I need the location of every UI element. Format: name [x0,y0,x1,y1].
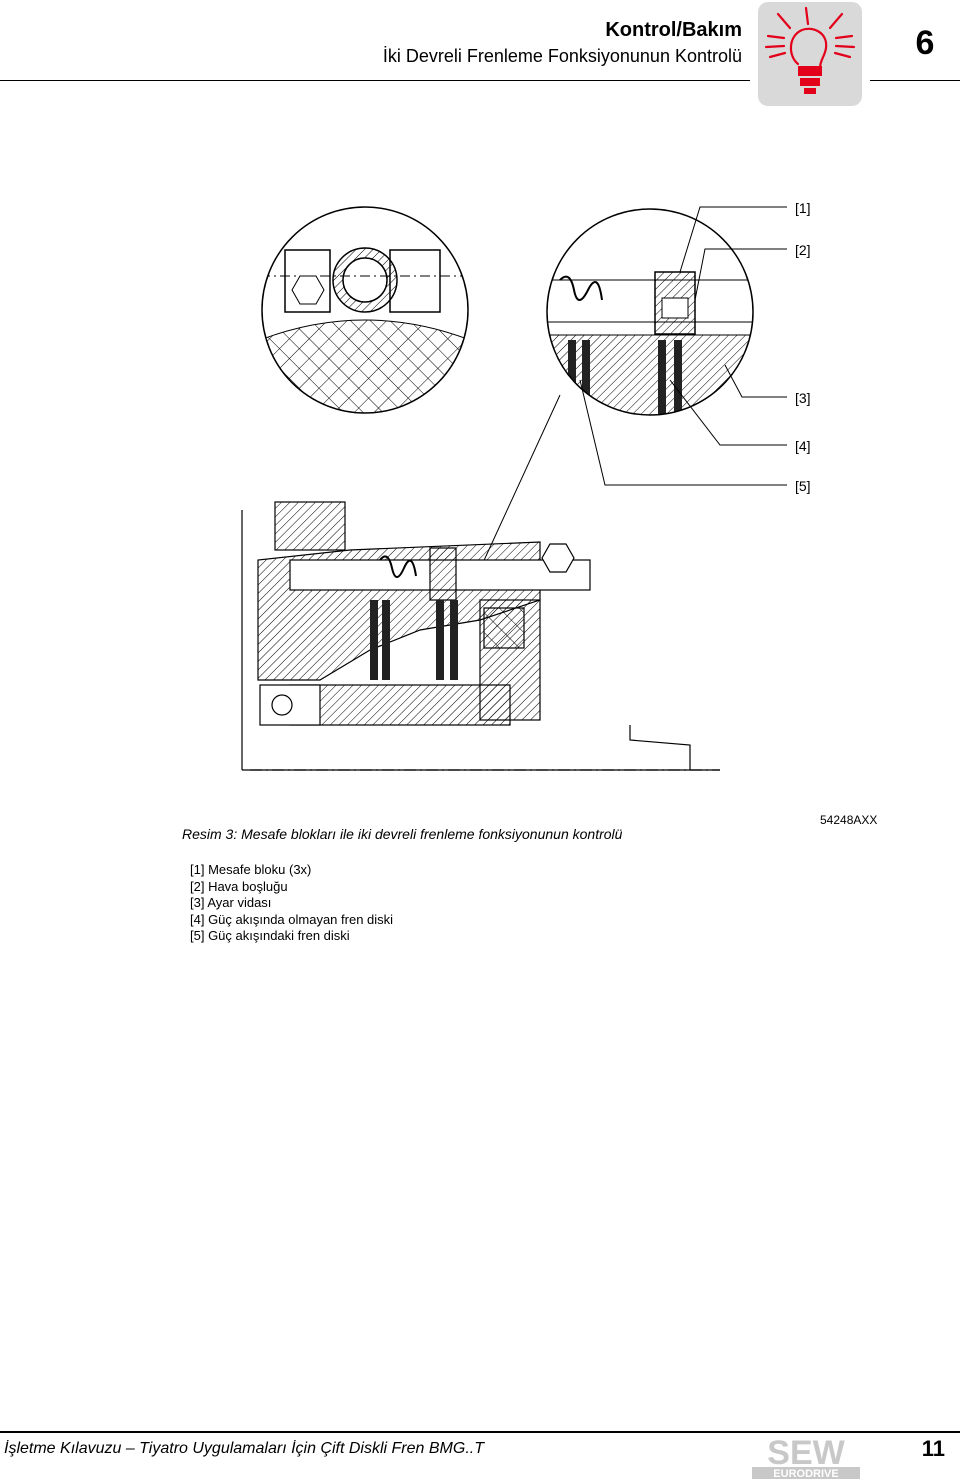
legend-item: [1] Mesafe bloku (3x) [190,862,312,877]
footer-divider [0,1431,960,1433]
logo-main-text: SEW [767,1434,845,1472]
section-subtitle: İki Devreli Frenleme Fonksiyonunun Kontr… [382,46,742,66]
header-divider-right [870,80,960,81]
footer-document-title: İşletme Kılavuzu – Tiyatro Uygulamaları … [4,1440,484,1457]
header-divider [0,80,750,81]
figure-code: 54248AXX [820,813,878,827]
figure-caption: Resim 3: Mesafe blokları ile iki devreli… [182,826,623,842]
legend-item: [2] Hava boşluğu [190,878,288,894]
figure-legend: [1] Mesafe bloku (3x) [2] Hava boşluğu [… [190,862,393,945]
legend-item: [4] Güç akışında olmayan fren diski [190,911,394,927]
lightbulb-icon [758,2,862,106]
legend-item: [3] Ayar vidası [190,895,272,910]
callout-4: [4] [795,438,811,454]
callout-5: [5] [795,478,811,494]
chapter-number: 6 [915,24,935,62]
page-number: 11 [921,1436,945,1461]
logo-sub-text: EURODRIVE [773,1468,838,1479]
callout-2: [2] [795,242,811,258]
section-title: Kontrol/Bakım [605,19,742,41]
callout-1: [1] [795,200,811,216]
sew-eurodrive-logo: SEW EURODRIVE [752,1434,860,1480]
callout-3: [3] [795,390,811,406]
legend-item: [5] Güç akışındaki fren diski [190,928,350,943]
brake-cross-section-drawing [230,180,830,780]
